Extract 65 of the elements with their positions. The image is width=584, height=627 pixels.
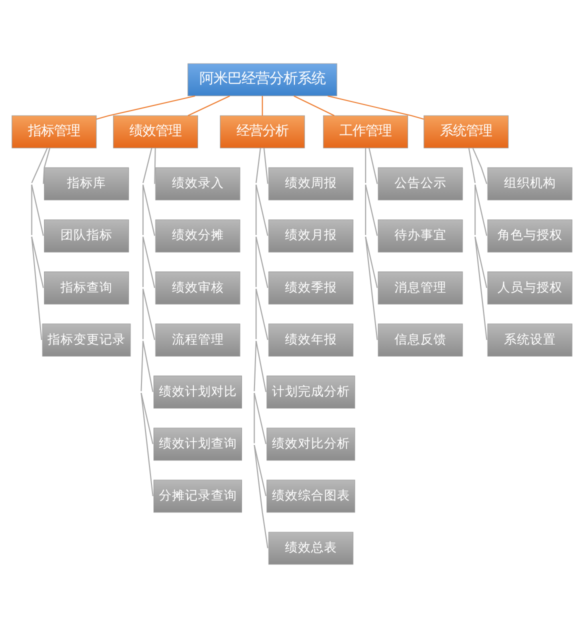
node-box: 组织机构 <box>487 166 572 200</box>
connector <box>256 288 268 340</box>
connector <box>31 184 44 236</box>
node-box: 分摊记录查询 <box>154 479 242 512</box>
connector <box>262 96 263 116</box>
node-box: 绩效年报 <box>268 323 354 356</box>
node-box: 团队指标 <box>44 218 129 252</box>
node-box: 指标库 <box>44 166 129 200</box>
node-box: 绩效月报 <box>268 218 354 252</box>
connector <box>31 236 44 288</box>
node-box: 绩效周报 <box>268 166 354 200</box>
node-box: 工作管理 <box>323 114 408 148</box>
node-box: 信息反馈 <box>378 323 463 356</box>
node-box: 计划完成分析 <box>266 375 356 408</box>
connector <box>31 147 48 340</box>
node-box: 绩效计划对比 <box>154 375 242 408</box>
connector <box>254 444 266 496</box>
node-box: 绩效分摊 <box>155 218 240 252</box>
node-box: 公告公示 <box>378 166 463 200</box>
connector <box>365 184 378 236</box>
node-box: 阿米巴经营分析系统 <box>188 62 338 96</box>
node-box: 绩效计划查询 <box>154 427 242 460</box>
node-box: 绩效审核 <box>155 271 240 304</box>
node-box: 人员与授权 <box>487 271 572 304</box>
node-box: 系统设置 <box>487 323 572 356</box>
node-box: 绩效总表 <box>268 531 354 564</box>
connector <box>365 236 378 288</box>
connector <box>365 148 378 340</box>
connector <box>368 147 378 184</box>
connector <box>188 95 230 116</box>
node-box: 待办事宜 <box>378 218 463 252</box>
node-box: 绩效管理 <box>113 114 198 148</box>
node-box: 绩效录入 <box>155 166 240 200</box>
node-box: 系统管理 <box>424 114 509 148</box>
node-box: 消息管理 <box>378 271 463 304</box>
connector <box>140 392 154 444</box>
node-box: 绩效对比分析 <box>266 427 356 460</box>
node-box: 角色与授权 <box>487 218 572 252</box>
connector <box>254 147 268 548</box>
connector <box>142 288 156 340</box>
connector <box>474 236 488 288</box>
connector <box>254 392 266 444</box>
node-box: 流程管理 <box>155 323 240 356</box>
connector <box>263 147 268 184</box>
node-box: 指标查询 <box>44 271 129 304</box>
connector <box>474 184 488 236</box>
connector <box>256 184 268 236</box>
connector <box>96 94 196 120</box>
connector <box>140 147 154 496</box>
connector <box>154 148 156 184</box>
node-box: 经营分析 <box>220 114 305 148</box>
connector <box>294 95 334 116</box>
connector <box>256 340 266 392</box>
connector <box>142 236 156 288</box>
node-box: 绩效季报 <box>268 271 354 304</box>
connector <box>142 340 154 392</box>
connector <box>142 184 156 236</box>
connector <box>472 147 488 184</box>
connector <box>468 147 488 340</box>
node-box: 指标管理 <box>12 114 97 148</box>
node-box: 指标变更记录 <box>42 323 131 356</box>
connector <box>256 236 268 288</box>
node-box: 绩效综合图表 <box>266 479 356 512</box>
connector <box>328 94 424 120</box>
connector <box>42 148 50 184</box>
